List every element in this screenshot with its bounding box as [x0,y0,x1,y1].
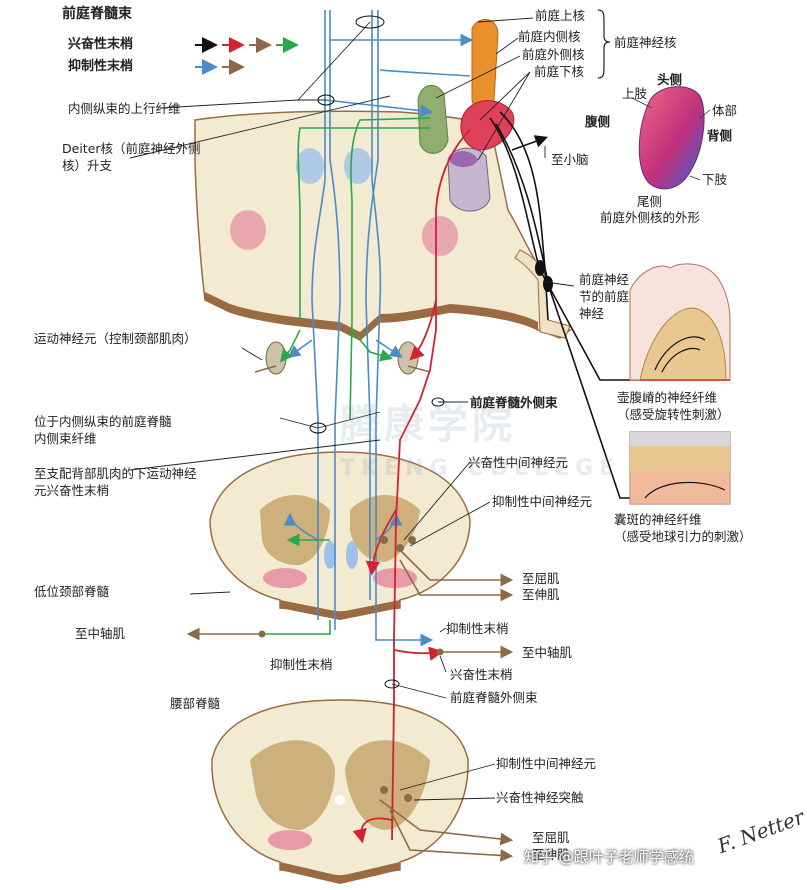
label-to-cerebellum: 至小脑 [551,152,589,167]
label-macula-line1: 囊斑的神经纤维 [614,512,702,527]
label-lower-limb: 下肢 [702,172,728,187]
label-lateral-tract: 前庭脊髓外侧束 [470,395,558,410]
label-vestibular-nuclei: 前庭神经核 [614,35,677,50]
label-to-axial-left: 至中轴肌 [75,626,126,641]
label-to-flexor-2: 至屈肌 [532,830,570,845]
label-inhibitory-terminal: 抑制性末梢 [446,621,509,636]
lateral-nucleus-shape [631,86,711,190]
label-mlf-ascending: 内侧纵束的上行纤维 [68,101,181,116]
label-medial-tract-line1: 位于内侧纵束的前庭脊髓 [34,414,172,429]
label-medial-tract-line2: 内侧束纤维 [34,431,97,446]
credit-text: 知乎 @跟叶子老师学感统 [524,848,694,866]
label-excitatory-interneuron: 兴奋性中间神经元 [468,455,569,470]
label-caudal: 尾侧 [637,194,663,209]
label-lower-cervical: 低位颈部脊髓 [34,584,110,599]
label-lumbar: 腰部脊髓 [170,696,221,711]
medulla-section [194,110,572,341]
macula [629,431,731,505]
label-deiters-line1: Deiter核（前庭神经外侧 [62,141,201,156]
label-dorsal-motor-line2: 元兴奋性末梢 [34,483,110,498]
label-inferior-nucleus: 前庭下核 [534,64,585,79]
vestibular-ganglion [489,111,645,499]
label-dorsal-motor-line1: 至支配背部肌肉的下运动神经 [34,466,197,481]
cervical-cord-section [209,451,471,620]
lumbar-cord-section [211,699,469,884]
label-trunk: 体部 [712,103,738,118]
label-to-extensor: 至伸肌 [522,587,560,602]
legend-excitatory-label: 兴奋性末梢 [68,37,134,52]
label-ganglion-line1: 前庭神经 [579,272,630,287]
label-lateral-shape: 前庭外侧核的外形 [600,210,701,225]
label-deiters-line2: 核）升支 [62,158,113,173]
label-head: 头侧 [657,72,683,87]
label-inhibitory-terminal-left: 抑制性末梢 [270,657,333,672]
label-superior-nucleus: 前庭上核 [535,8,586,23]
neck-motor-neurons [254,341,431,375]
legend-arrows [195,37,299,75]
label-medial-nucleus: 前庭内侧核 [518,29,581,44]
nuclei-bracket [597,9,611,79]
label-to-axial-right: 至中轴肌 [522,645,573,660]
label-excitatory-synapse: 兴奋性神经突触 [496,790,584,805]
label-motor-neuron: 运动神经元（控制颈部肌肉） [34,331,197,346]
label-ampulla-line1: 壶腹嵴的神经纤维 [617,390,718,405]
tract-ovals [309,15,445,689]
leader-lines [129,17,575,801]
label-macula-line2: （感受地球引力的刺激） [614,529,752,544]
label-ventral: 腹侧 [585,114,611,129]
legend-inhibitory-label: 抑制性末梢 [68,59,134,74]
label-lateral-nucleus: 前庭外侧核 [522,47,585,62]
label-ganglion-line2: 节的前庭 [579,289,630,304]
label-lateral-tract-2: 前庭脊髓外侧束 [450,690,538,705]
blue-fibers [283,10,474,647]
watermark-cn: 腾康学院 [340,402,516,448]
label-excitatory-terminal: 兴奋性末梢 [450,667,513,682]
label-upper-limb: 上肢 [622,86,648,101]
ampullary-crest [629,263,731,381]
label-inhibitory-interneuron-2: 抑制性中间神经元 [496,756,597,771]
watermark-en: TKENG COLLEGE [340,456,621,481]
label-ganglion-line3: 神经 [579,306,605,321]
page-title: 前庭脊髓束 [62,6,132,22]
green-fibers [262,117,431,635]
brown-fibers [186,549,514,862]
label-dorsal: 背侧 [707,128,733,143]
interneuron-bodies [258,536,444,802]
label-ampulla-line2: （感受旋转性刺激） [617,407,730,422]
label-to-flexor: 至屈肌 [522,571,560,586]
label-inhibitory-interneuron: 抑制性中间神经元 [492,494,593,509]
label-to-extensor-2: 至伸肌 [532,847,570,862]
